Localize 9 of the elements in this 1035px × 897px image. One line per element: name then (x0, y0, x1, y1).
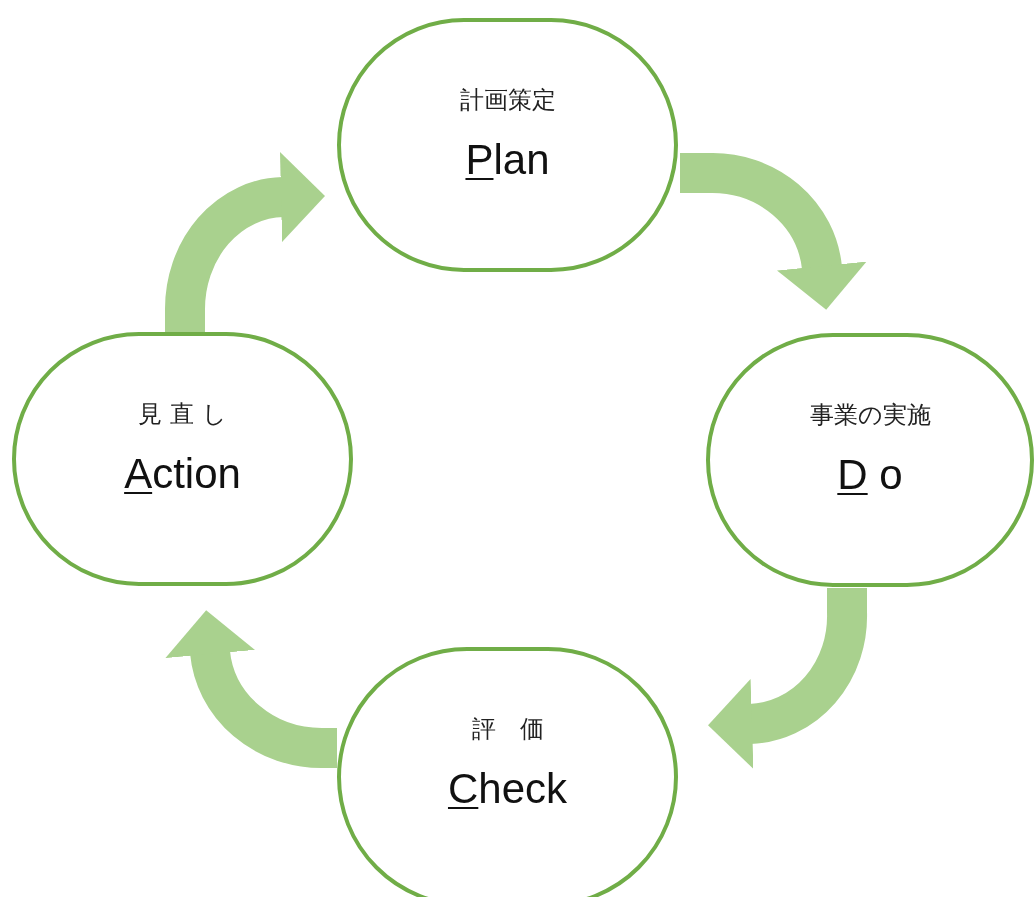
japanese-label: 事業の実施 (809, 400, 931, 431)
step-label: D o (837, 451, 903, 499)
step-label: Action (124, 450, 241, 498)
step-label: Check (447, 765, 568, 813)
curved-arrow (165, 152, 325, 335)
japanese-label: 計画策定 (459, 85, 556, 116)
step-label: Plan (465, 136, 550, 184)
japanese-label: 評 価 (471, 714, 544, 745)
japanese-label: 見 直 し (138, 399, 227, 430)
